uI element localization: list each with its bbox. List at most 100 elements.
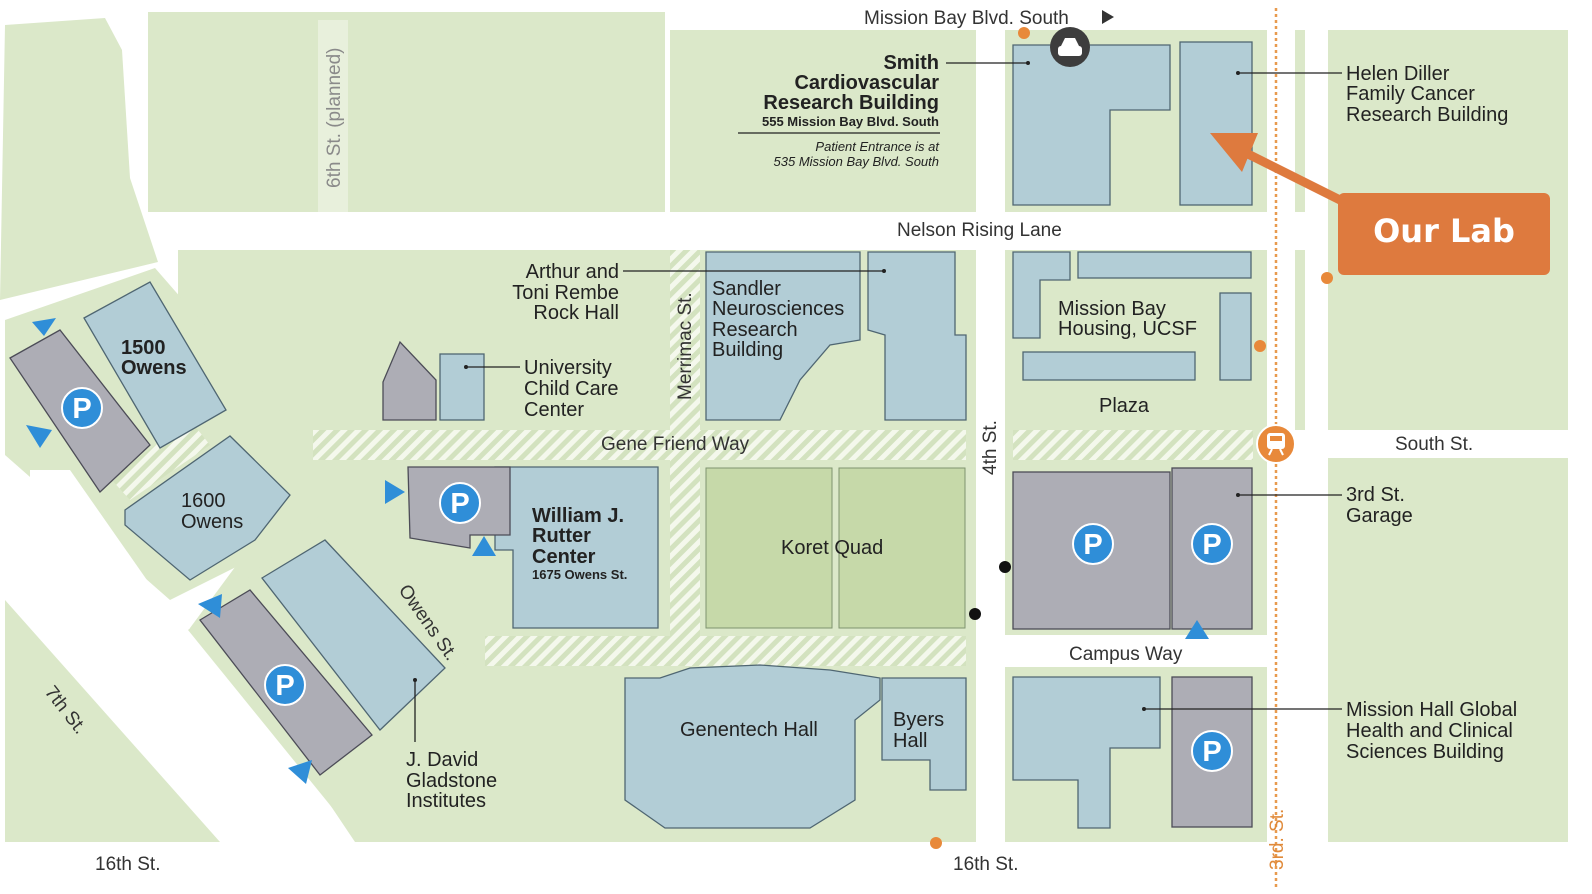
svg-text:Arthur and: Arthur and [526, 261, 619, 283]
street-16th-left: 16th St. [95, 854, 161, 875]
svg-text:Research Building: Research Building [1346, 104, 1508, 126]
street-4th: 4th St. [980, 420, 1001, 475]
sandler-building [705, 251, 861, 421]
svg-text:Sandler: Sandler [712, 278, 781, 300]
svg-text:Housing, UCSF: Housing, UCSF [1058, 318, 1197, 340]
svg-text:Garage: Garage [1346, 505, 1413, 527]
callout-arrow-icon [1210, 133, 1258, 172]
street-south: South St. [1395, 434, 1473, 455]
label-mission-hall: Mission Hall Global Health and Clinical … [1346, 699, 1517, 763]
entrance-arrow-icon [32, 318, 56, 336]
label-housing: Mission Bay Housing, UCSF [1058, 298, 1197, 340]
street-gene-friend: Gene Friend Way [601, 434, 750, 455]
svg-text:Mission Hall Global: Mission Hall Global [1346, 699, 1517, 721]
svg-text:Sciences Building: Sciences Building [1346, 741, 1504, 763]
koret-quad [705, 467, 966, 629]
genentech-hall [624, 664, 881, 829]
svg-text:Center: Center [524, 399, 584, 421]
svg-text:P: P [1202, 529, 1221, 561]
child-care-building [439, 353, 485, 421]
entrance-arrows [26, 318, 1209, 784]
label-smith: Smith Cardiovascular Research Building 5… [762, 52, 940, 169]
parking-icon: P [1072, 523, 1114, 565]
svg-text:Child Care: Child Care [524, 378, 618, 400]
svg-text:3rd St.: 3rd St. [1346, 484, 1405, 506]
svg-text:Patient Entrance is at: Patient Entrance is at [815, 139, 940, 154]
svg-text:J. David: J. David [406, 749, 478, 771]
svg-text:1500: 1500 [121, 337, 166, 359]
label-rock-hall: Arthur and Toni Rembe Rock Hall [512, 261, 619, 324]
svg-text:Hall: Hall [893, 730, 927, 752]
street-mission-bay-blvd: Mission Bay Blvd. South [864, 8, 1069, 29]
svg-text:William J.: William J. [532, 505, 624, 527]
svg-text:Smith: Smith [883, 52, 939, 74]
svg-text:Building: Building [712, 339, 783, 361]
svg-text:Owens: Owens [181, 511, 243, 533]
label-child-care: University Child Care Center [524, 357, 618, 421]
svg-text:Gladstone: Gladstone [406, 770, 497, 792]
svg-text:P: P [450, 488, 469, 520]
sixth-st-planned-strip [318, 20, 348, 212]
label-gladstone: J. David Gladstone Institutes [406, 749, 497, 812]
mission-hall-building [1012, 676, 1161, 829]
label-plaza: Plaza [1099, 395, 1150, 417]
label-helen-diller: Helen Diller Family Cancer Research Buil… [1346, 63, 1508, 126]
svg-text:Owens: Owens [121, 357, 187, 379]
svg-text:Institutes: Institutes [406, 790, 486, 812]
walkways [110, 250, 1253, 666]
svg-text:Cardiovascular: Cardiovascular [794, 72, 939, 94]
svg-text:University: University [524, 357, 612, 379]
svg-text:Research Building: Research Building [763, 92, 939, 114]
svg-text:Rutter: Rutter [532, 525, 591, 547]
leader-lines [413, 61, 1342, 742]
entrance-arrow-icon [198, 594, 222, 618]
byers-hall [881, 677, 967, 791]
svg-text:P: P [1083, 529, 1102, 561]
svg-text:Research: Research [712, 319, 798, 341]
svg-text:Rock Hall: Rock Hall [533, 302, 619, 324]
parking-icon: P [1191, 523, 1233, 565]
svg-text:Family Cancer: Family Cancer [1346, 83, 1475, 105]
play-arrow-icon [1102, 10, 1114, 24]
label-genentech-hall: Genentech Hall [680, 719, 818, 741]
entrance-arrow-icon [385, 480, 405, 504]
svg-text:Health and Clinical: Health and Clinical [1346, 720, 1513, 742]
street-nelson-rising: Nelson Rising Lane [897, 220, 1062, 241]
svg-text:1675 Owens St.: 1675 Owens St. [532, 567, 627, 582]
svg-text:555 Mission Bay Blvd. South: 555 Mission Bay Blvd. South [762, 114, 939, 129]
shuttle-stops [930, 27, 1333, 849]
entrance-arrow-icon [26, 425, 52, 448]
rock-hall-annex [382, 340, 437, 421]
owens-1500-building [83, 281, 227, 449]
svg-text:1600: 1600 [181, 490, 226, 512]
car-entrance-icon [1050, 27, 1090, 67]
entrance-arrow-icon [472, 536, 496, 556]
train-station-icon [1256, 424, 1296, 464]
housing-a [1012, 251, 1071, 339]
label-byers-hall: Byers Hall [893, 709, 944, 752]
label-rutter: William J. Rutter Center 1675 Owens St. [532, 505, 627, 582]
parking-icon: P [1191, 730, 1233, 772]
label-3rd-st-garage: 3rd St. Garage [1346, 484, 1413, 527]
label-koret-quad: Koret Quad [781, 537, 883, 559]
street-16th-right: 16th St. [953, 854, 1019, 875]
parking-icon: P [61, 387, 103, 429]
svg-text:535 Mission Bay Blvd. South: 535 Mission Bay Blvd. South [774, 154, 939, 169]
svg-text:P: P [275, 670, 294, 702]
svg-text:P: P [1202, 736, 1221, 768]
street-3rd: 3rd. St. [1267, 809, 1288, 870]
label-1600-owens: 1600 Owens [181, 490, 243, 533]
label-1500-owens: 1500 Owens [121, 337, 187, 379]
buildings [83, 41, 1253, 829]
owens-1600-building [124, 435, 291, 581]
svg-text:Neurosciences: Neurosciences [712, 298, 844, 320]
entrance-arrow-icon [1185, 620, 1209, 639]
our-lab-box [1338, 193, 1550, 275]
rock-hall-building [867, 251, 967, 421]
parking-symbols: P P P P P P [61, 387, 1233, 772]
svg-text:P: P [72, 393, 91, 425]
svg-text:Helen Diller: Helen Diller [1346, 63, 1450, 85]
svg-text:Toni Rembe: Toni Rembe [512, 282, 619, 304]
parking-icon: P [439, 482, 481, 524]
